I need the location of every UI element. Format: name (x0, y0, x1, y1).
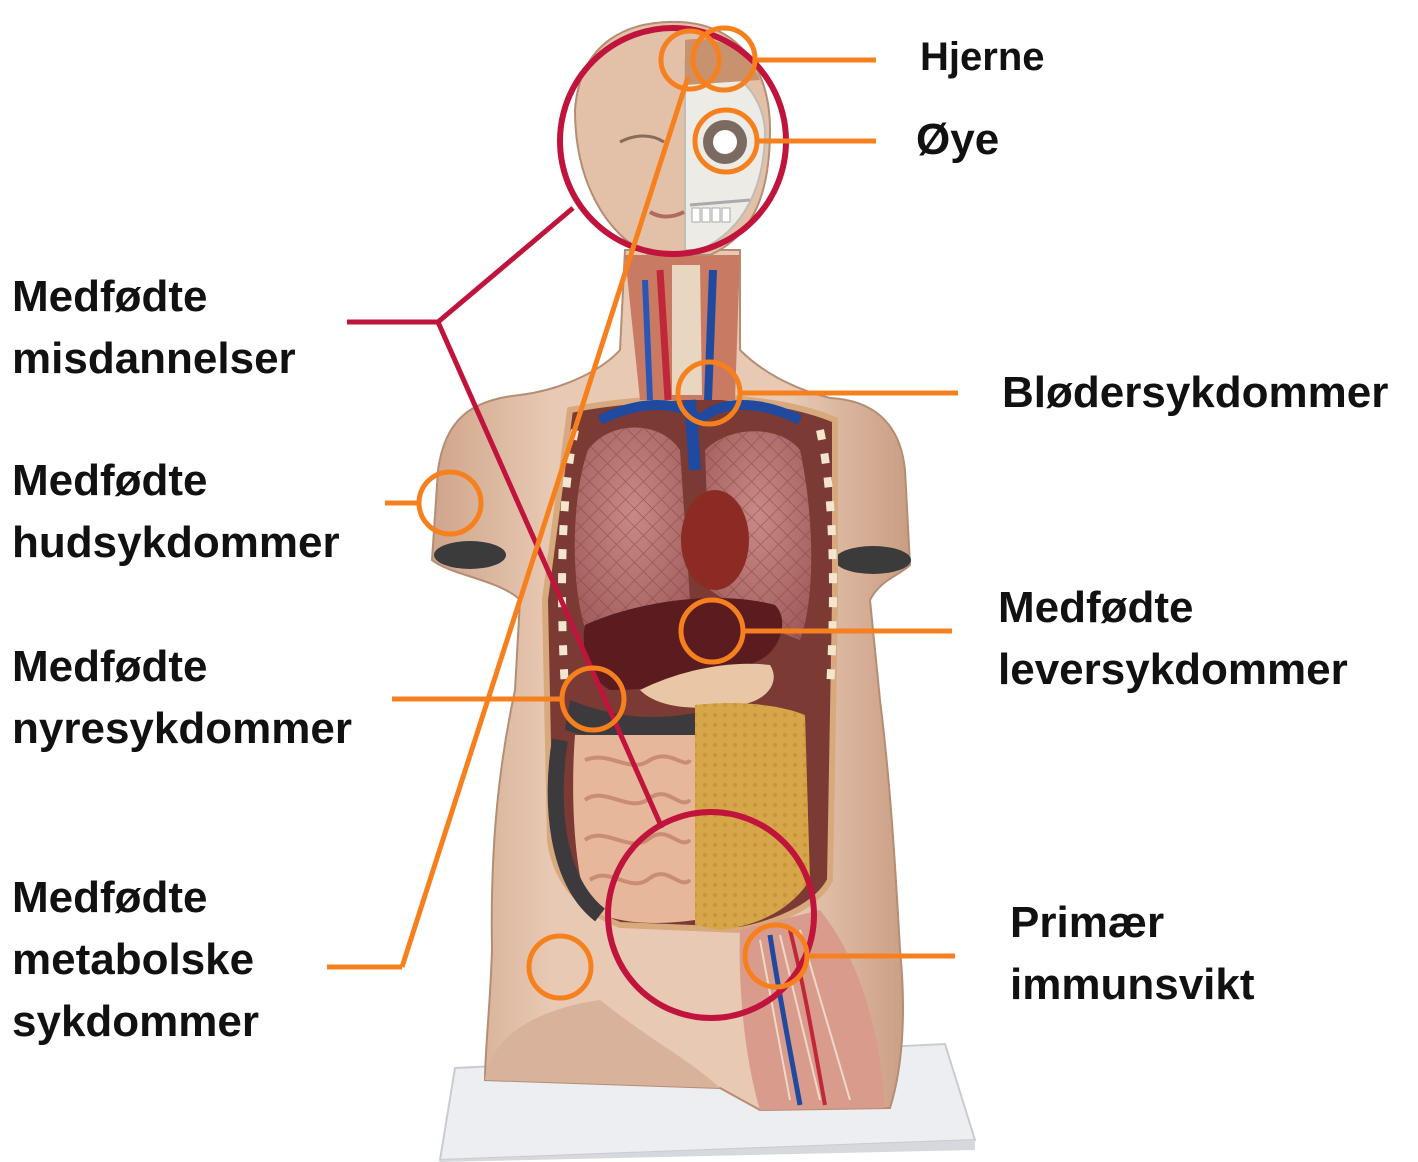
intestines (556, 735, 695, 923)
label-line: hudsykdommer (12, 512, 340, 574)
label-hudsykdommer: Medfødte hudsykdommer (12, 450, 340, 574)
label-line: metabolske (12, 929, 259, 991)
label-line: Medfødte (12, 867, 259, 929)
label-line: Medfødte (12, 636, 352, 698)
label-line: misdannelser (12, 328, 296, 390)
label-leversykdommer: Medfødte leversykdommer (998, 577, 1348, 701)
label-line: nyresykdommer (12, 698, 352, 760)
head-model (575, 22, 770, 255)
label-immunsvikt: Primær immunsvikt (1010, 892, 1255, 1016)
label-bloder-text: Blødersykdommer (1002, 362, 1388, 424)
torso-model (432, 250, 911, 1110)
label-hjerne: Hjerne (920, 26, 1045, 88)
label-metabolske-sykdommer: Medfødte metabolske sykdommer (12, 867, 259, 1053)
label-line: sykdommer (12, 991, 259, 1053)
label-nyresykdommer: Medfødte nyresykdommer (12, 636, 352, 760)
label-line: immunsvikt (1010, 954, 1255, 1016)
label-oye-text: Øye (916, 109, 999, 171)
label-line: Medfødte (998, 577, 1348, 639)
label-line: Medfødte (12, 450, 340, 512)
label-blodersykdommer: Blødersykdommer (1002, 362, 1388, 424)
label-line: Primær (1010, 892, 1255, 954)
label-misdannelser: Medfødte misdannelser (12, 266, 296, 390)
label-line: Medfødte (12, 266, 296, 328)
label-hjerne-text: Hjerne (920, 26, 1045, 88)
label-oye: Øye (916, 109, 999, 171)
label-line: leversykdommer (998, 639, 1348, 701)
